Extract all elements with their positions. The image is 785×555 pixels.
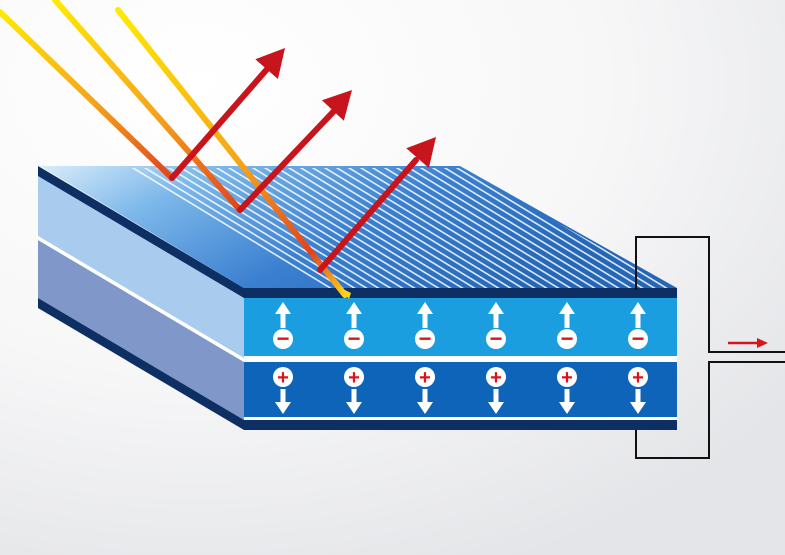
grid-line [167, 168, 399, 290]
p-type-layer [244, 362, 677, 420]
grid-line [431, 168, 663, 290]
hole: + [557, 367, 577, 414]
side-separator [38, 236, 244, 362]
grid-line [371, 168, 603, 290]
hole: + [273, 367, 293, 414]
electron: − [486, 302, 506, 351]
light-rays [0, 0, 436, 299]
grid-line [311, 168, 543, 290]
reflected-light-arrow [237, 90, 352, 213]
hole: + [415, 367, 435, 414]
junction-separator [244, 356, 677, 362]
incoming-light-ray [115, 7, 351, 299]
hole-sign: + [277, 367, 289, 389]
reflected-light-arrow [169, 48, 285, 181]
electron: − [628, 302, 648, 351]
electron-sign: − [561, 326, 574, 351]
electron: − [557, 302, 577, 351]
grid-line [251, 168, 483, 290]
side-face-lower [38, 240, 244, 420]
grid-line [191, 168, 423, 290]
hole: + [486, 367, 506, 414]
electron: − [415, 302, 435, 351]
side-bottom-edge [38, 298, 244, 430]
electron-sign: − [277, 326, 290, 351]
front-bottom-edge [244, 420, 677, 430]
circuit-wire-bottom [635, 361, 785, 459]
grid-line [143, 168, 375, 290]
electron-sign: − [490, 326, 503, 351]
hole: + [628, 367, 648, 414]
grid-line [395, 168, 627, 290]
current-arrow [728, 338, 768, 348]
side-face-upper [38, 168, 244, 358]
front-top-edge [244, 288, 677, 298]
grid-line [407, 168, 639, 290]
front-bottom-line [244, 417, 677, 420]
circuit-wire-top [635, 236, 785, 353]
grid-line [419, 168, 651, 290]
charge-carriers: − + − + − + − + − + − + [273, 302, 648, 414]
grid-line [203, 168, 435, 290]
side-top-edge [38, 166, 244, 298]
hole-sign: + [348, 367, 360, 389]
grid-line [131, 168, 363, 290]
grid-line [275, 168, 507, 290]
incoming-light-ray [52, 0, 243, 213]
incoming-light-ray [0, 9, 175, 181]
grid-line [347, 168, 579, 290]
electron: − [273, 302, 293, 351]
grid-line [263, 168, 495, 290]
grid-line [155, 168, 387, 290]
hole-sign: + [490, 367, 502, 389]
grid-line [299, 168, 531, 290]
hole-sign: + [632, 367, 644, 389]
electron-sign: − [632, 326, 645, 351]
grid-line [335, 168, 567, 290]
grid-line [383, 168, 615, 290]
hole-sign: + [561, 367, 573, 389]
reflected-light-arrow [317, 137, 436, 273]
n-type-layer [244, 298, 677, 356]
electron-sign: − [348, 326, 361, 351]
electron: − [344, 302, 364, 351]
grid-line [119, 168, 351, 290]
electron-sign: − [419, 326, 432, 351]
hole-sign: + [419, 367, 431, 389]
hole: + [344, 367, 364, 414]
grid-line [323, 168, 555, 290]
grid-line [287, 168, 519, 290]
